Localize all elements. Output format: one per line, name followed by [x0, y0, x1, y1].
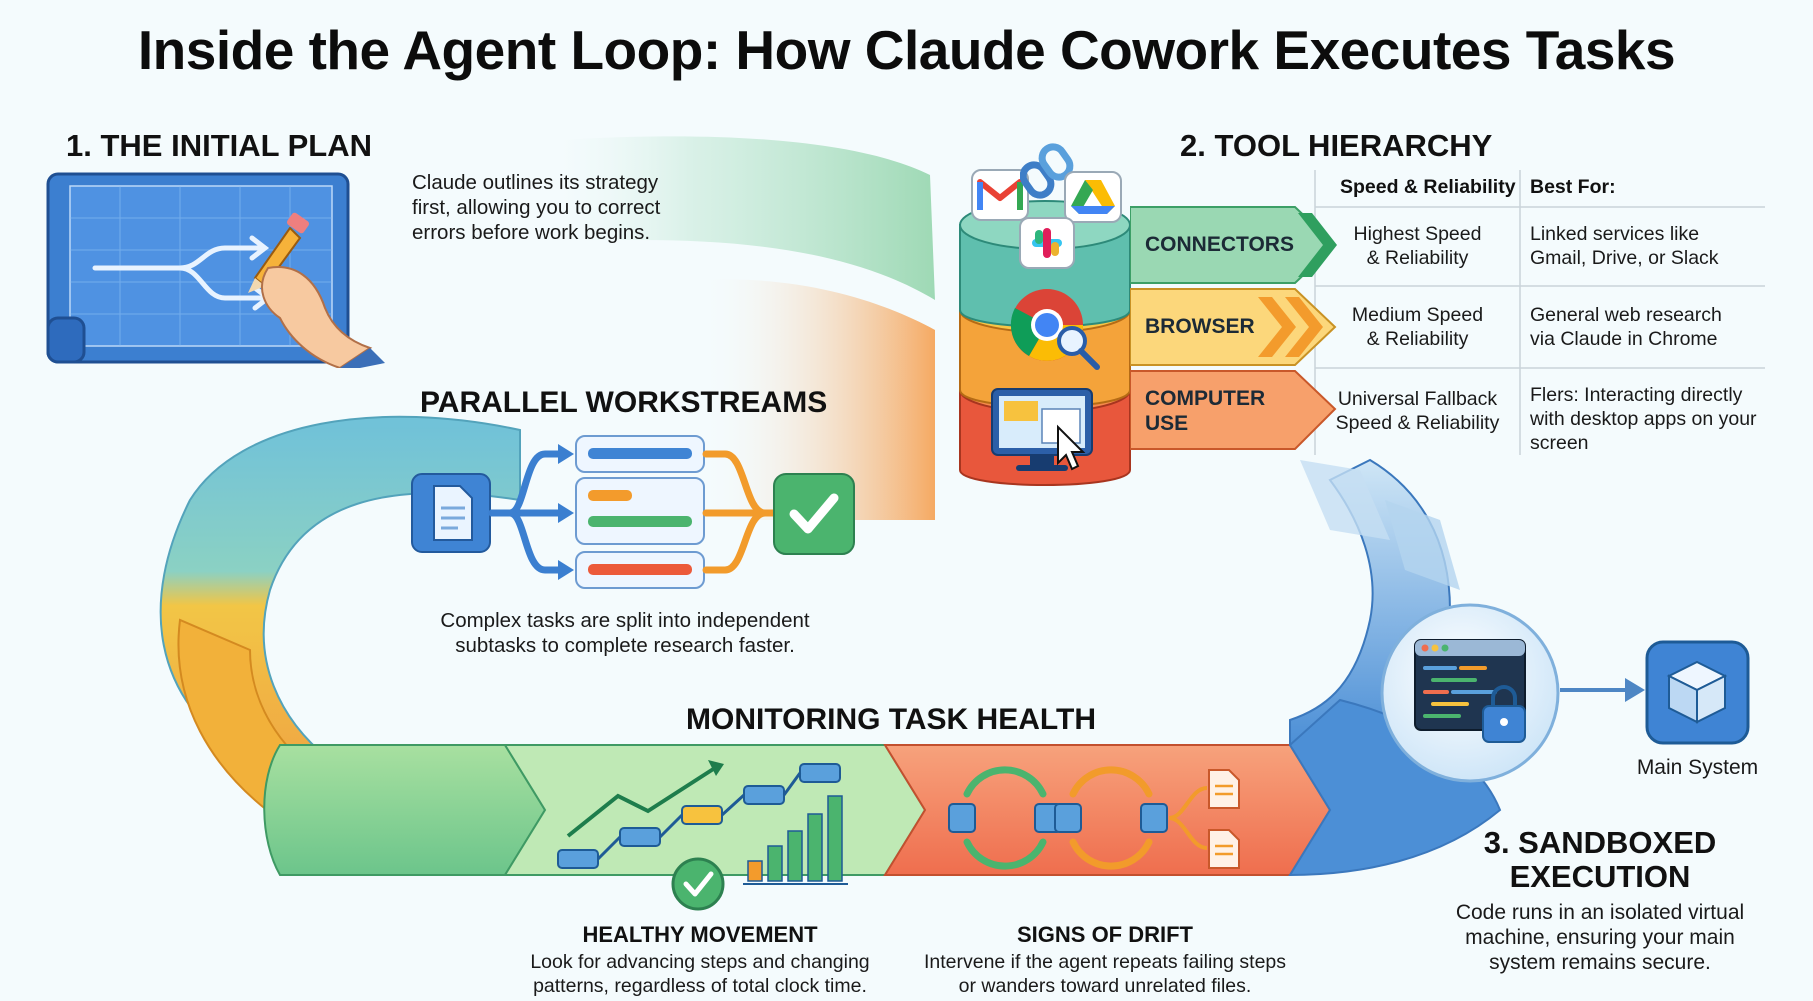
computer-use-label: COMPUTER USE [1145, 386, 1265, 436]
drive-icon [1064, 171, 1122, 223]
parallel-text-line: subtasks to complete research faster. [455, 634, 795, 657]
link-icon [1020, 143, 1074, 199]
browser-label: BROWSER [1145, 315, 1255, 338]
healthy-text-line: Look for advancing steps and changing [530, 951, 870, 973]
gmail-icon [971, 169, 1029, 221]
tier-arrows [1130, 206, 1337, 450]
cube-icon [1645, 640, 1750, 745]
plan-text-line: errors before work begins. [412, 221, 651, 244]
computer-use-label-line: COMPUTER [1145, 387, 1266, 410]
checkmark-icon [773, 473, 855, 555]
parallel-description: Complex tasks are split into independent… [400, 608, 850, 658]
speed-line: Universal Fallback [1337, 388, 1498, 410]
sandbox-text-line: machine, ensuring your main [1465, 926, 1735, 949]
connectors-speed: Highest Speed & Reliability [1320, 222, 1515, 270]
best-line: Flers: Interacting directly [1530, 384, 1743, 406]
healthy-description: Look for advancing steps and changing pa… [505, 950, 895, 998]
page-title: Inside the Agent Loop: How Claude Cowork… [137, 19, 1676, 81]
speed-line: Medium Speed [1351, 304, 1484, 326]
sandbox-text-line: system remains secure. [1489, 951, 1711, 974]
best-line: General web research [1530, 304, 1722, 326]
best-line: via Claude in Chrome [1530, 328, 1718, 350]
connectors-label: CONNECTORS [1145, 233, 1294, 256]
parallel-heading: PARALLEL WORKSTREAMS [420, 386, 828, 419]
chrome-magnifier-icon [1010, 289, 1100, 370]
drift-text-line: or wanders toward unrelated files. [958, 975, 1252, 997]
plan-heading: 1. THE INITIAL PLAN [66, 128, 373, 163]
sandbox-heading-line: 3. SANDBOXED [1483, 825, 1717, 860]
speed-line: & Reliability [1366, 328, 1469, 350]
healthy-text-line: patterns, regardless of total clock time… [533, 975, 867, 997]
parallel-flow-graphic [411, 435, 855, 589]
slack-icon [1019, 217, 1075, 269]
sandbox-heading-line: EXECUTION [1509, 859, 1691, 894]
code-window-lock-icon [1380, 603, 1560, 783]
best-line: Gmail, Drive, or Slack [1530, 247, 1719, 269]
best-line: with desktop apps on your [1530, 408, 1757, 430]
speed-line: & Reliability [1366, 247, 1469, 269]
loop-arrows-icon [948, 766, 1240, 870]
rising-chart-icon [557, 760, 848, 911]
tools-heading: 2. TOOL HIERARCHY [1180, 128, 1493, 163]
computer-use-best-for: Flers: Interacting directly with desktop… [1530, 383, 1780, 455]
drift-text-line: Intervene if the agent repeats failing s… [923, 951, 1287, 973]
browser-best-for: General web research via Claude in Chrom… [1530, 303, 1770, 351]
browser-speed: Medium Speed & Reliability [1320, 303, 1515, 351]
monitoring-heading: MONITORING TASK HEALTH [686, 703, 1096, 736]
drift-description: Intervene if the agent repeats failing s… [895, 950, 1315, 998]
parallel-text-line: Complex tasks are split into independent [440, 609, 810, 632]
drift-heading: SIGNS OF DRIFT [1017, 922, 1193, 947]
sandbox-text-line: Code runs in an isolated virtual [1455, 901, 1745, 924]
document-icon [411, 473, 491, 553]
computer-use-tier-arrow [1130, 370, 1337, 450]
computer-use-label-line: USE [1145, 412, 1189, 435]
computer-use-speed: Universal Fallback Speed & Reliability [1320, 387, 1515, 435]
col-best-header: Best For: [1530, 176, 1616, 198]
monitor-cursor-icon [991, 388, 1093, 471]
healthy-heading: HEALTHY MOVEMENT [582, 922, 818, 947]
main-system-label: Main System [1636, 756, 1759, 779]
plan-description: Claude outlines its strategy first, allo… [412, 170, 732, 245]
blueprint-pencil-icon [46, 172, 385, 368]
speed-line: Speed & Reliability [1335, 412, 1500, 434]
browser-tier-arrow [1130, 288, 1337, 366]
plan-text-line: Claude outlines its strategy [412, 171, 659, 194]
col-speed-header: Speed & Reliability [1340, 176, 1516, 198]
speed-line: Highest Speed [1353, 223, 1482, 245]
connectors-best-for: Linked services like Gmail, Drive, or Sl… [1530, 222, 1770, 270]
plan-text-line: first, allowing you to correct [412, 196, 661, 219]
sandbox-heading: 3. SANDBOXED EXECUTION [1450, 826, 1750, 894]
best-line: Linked services like [1530, 223, 1700, 245]
best-line: screen [1530, 432, 1589, 454]
sandbox-description: Code runs in an isolated virtual machine… [1430, 900, 1770, 975]
